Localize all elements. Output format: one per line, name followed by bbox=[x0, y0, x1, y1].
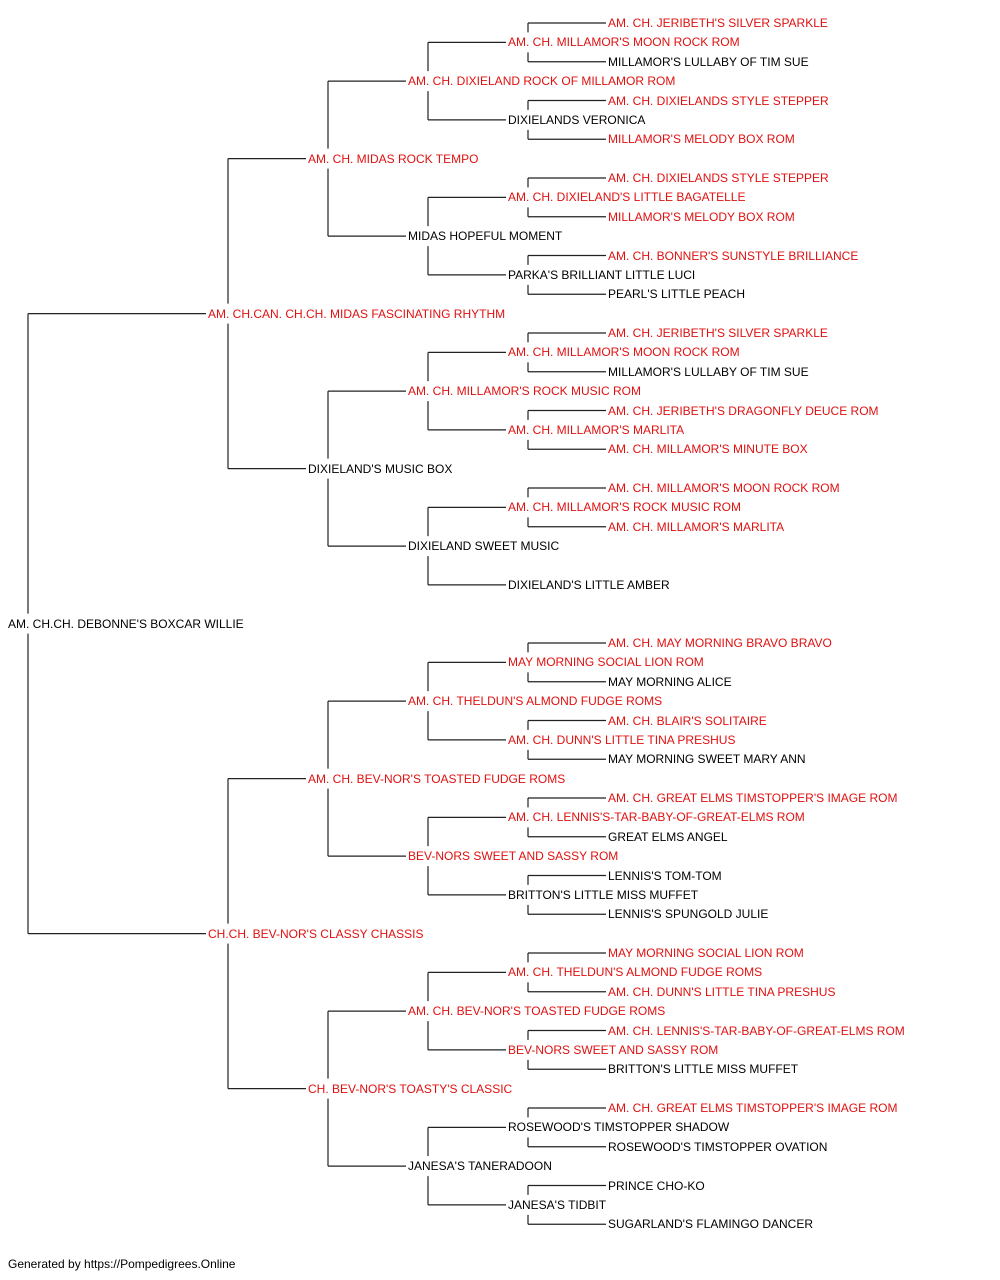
ancestor-name: AM. CH. DUNN'S LITTLE TINA PRESHUS bbox=[607, 984, 837, 999]
ancestor-name: AM. CH. MILLAMOR'S MARLITA bbox=[607, 519, 786, 534]
ancestor-name: AM. CH. MILLAMOR'S MOON ROCK ROM bbox=[507, 345, 741, 360]
ancestor-name: AM. CH. DIXIELAND'S LITTLE BAGATELLE bbox=[507, 190, 747, 205]
ancestor-name: JANESA'S TIDBIT bbox=[507, 1197, 608, 1212]
ancestor-name: BRITTON'S LITTLE MISS MUFFET bbox=[507, 887, 700, 902]
ancestor-name: JANESA'S TANERADOON bbox=[407, 1159, 553, 1174]
ancestor-name: PARKA'S BRILLIANT LITTLE LUCI bbox=[507, 267, 697, 282]
ancestor-name: MAY MORNING SOCIAL LION ROM bbox=[507, 655, 705, 670]
ancestor-name: AM. CH. MILLAMOR'S MOON ROCK ROM bbox=[607, 481, 841, 495]
subject-dog-name: AM. CH.CH. DEBONNE'S BOXCAR WILLIE bbox=[7, 616, 245, 631]
ancestor-name: AM. CH.CAN. CH.CH. MIDAS FASCINATING RHY… bbox=[207, 306, 507, 321]
ancestor-name: MAY MORNING ALICE bbox=[607, 674, 733, 689]
footer-credit: Generated by https://Pompedigrees.Online bbox=[8, 1257, 236, 1271]
ancestor-name: MAY MORNING SOCIAL LION ROM bbox=[607, 946, 805, 960]
ancestor-name: AM. CH. DIXIELAND ROCK OF MILLAMOR ROM bbox=[407, 74, 677, 89]
ancestor-name: AM. CH. JERIBETH'S SILVER SPARKLE bbox=[607, 16, 829, 30]
ancestor-name: CH. BEV-NOR'S TOASTY'S CLASSIC bbox=[307, 1081, 514, 1096]
ancestor-name: AM. CH. LENNIS'S-TAR-BABY-OF-GREAT-ELMS … bbox=[607, 1023, 906, 1038]
ancestor-name: AM. CH. MIDAS ROCK TEMPO bbox=[307, 151, 480, 166]
ancestor-name: AM. CH. GREAT ELMS TIMSTOPPER'S IMAGE RO… bbox=[607, 1101, 899, 1115]
ancestor-name: PEARL'S LITTLE PEACH bbox=[607, 287, 747, 302]
ancestor-name: AM. CH. MILLAMOR'S ROCK MUSIC ROM bbox=[407, 384, 642, 399]
ancestor-name: AM. CH. DIXIELANDS STYLE STEPPER bbox=[607, 171, 830, 185]
ancestor-name: AM. CH. LENNIS'S-TAR-BABY-OF-GREAT-ELMS … bbox=[507, 810, 806, 825]
ancestor-name: MILLAMOR'S LULLABY OF TIM SUE bbox=[607, 364, 810, 379]
ancestor-name: AM. CH. DIXIELANDS STYLE STEPPER bbox=[607, 93, 830, 108]
ancestor-name: AM. CH. JERIBETH'S DRAGONFLY DEUCE ROM bbox=[607, 403, 880, 418]
ancestor-name: BEV-NORS SWEET AND SASSY ROM bbox=[407, 849, 620, 864]
ancestor-name: CH.CH. BEV-NOR'S CLASSY CHASSIS bbox=[207, 926, 425, 941]
ancestor-name: ROSEWOOD'S TIMSTOPPER OVATION bbox=[607, 1139, 829, 1154]
ancestor-name: DIXIELAND'S LITTLE AMBER bbox=[507, 577, 671, 592]
ancestor-name: MAY MORNING SWEET MARY ANN bbox=[607, 752, 807, 767]
ancestor-name: AM. CH. GREAT ELMS TIMSTOPPER'S IMAGE RO… bbox=[607, 791, 899, 805]
ancestor-name: LENNIS'S TOM-TOM bbox=[607, 868, 723, 883]
ancestor-name: DIXIELAND SWEET MUSIC bbox=[407, 539, 561, 554]
ancestor-name: DIXIELAND'S MUSIC BOX bbox=[307, 461, 454, 476]
ancestor-name: MILLAMOR'S MELODY BOX ROM bbox=[607, 209, 796, 224]
ancestor-name: MILLAMOR'S MELODY BOX ROM bbox=[607, 132, 796, 147]
ancestor-name: DIXIELANDS VERONICA bbox=[507, 112, 647, 127]
ancestor-name: PRINCE CHO-KO bbox=[607, 1178, 706, 1193]
ancestor-name: ROSEWOOD'S TIMSTOPPER SHADOW bbox=[507, 1120, 731, 1135]
ancestor-name: LENNIS'S SPUNGOLD JULIE bbox=[607, 907, 770, 922]
ancestor-name: BRITTON'S LITTLE MISS MUFFET bbox=[607, 1062, 800, 1077]
ancestor-name: AM. CH. DUNN'S LITTLE TINA PRESHUS bbox=[507, 732, 737, 747]
ancestor-name: AM. CH. MILLAMOR'S MOON ROCK ROM bbox=[507, 35, 741, 50]
ancestor-name: AM. CH. BEV-NOR'S TOASTED FUDGE ROMS bbox=[307, 771, 567, 786]
ancestor-name: MIDAS HOPEFUL MOMENT bbox=[407, 229, 564, 244]
ancestor-name: AM. CH. MAY MORNING BRAVO BRAVO bbox=[607, 636, 833, 650]
ancestor-name: MILLAMOR'S LULLABY OF TIM SUE bbox=[607, 54, 810, 69]
ancestor-name: AM. CH. BONNER'S SUNSTYLE BRILLIANCE bbox=[607, 248, 860, 263]
ancestor-name: AM. CH. THELDUN'S ALMOND FUDGE ROMS bbox=[407, 694, 664, 709]
ancestor-name: AM. CH. MILLAMOR'S MARLITA bbox=[507, 422, 686, 437]
ancestor-name: SUGARLAND'S FLAMINGO DANCER bbox=[607, 1217, 814, 1232]
ancestor-name: AM. CH. MILLAMOR'S ROCK MUSIC ROM bbox=[507, 500, 742, 515]
ancestor-name: AM. CH. BEV-NOR'S TOASTED FUDGE ROMS bbox=[407, 1004, 667, 1019]
ancestor-name: AM. CH. MILLAMOR'S MINUTE BOX bbox=[607, 442, 809, 457]
ancestor-name: AM. CH. THELDUN'S ALMOND FUDGE ROMS bbox=[507, 965, 764, 980]
ancestor-name: GREAT ELMS ANGEL bbox=[607, 829, 729, 844]
ancestor-name: BEV-NORS SWEET AND SASSY ROM bbox=[507, 1042, 720, 1057]
ancestor-name: AM. CH. BLAIR'S SOLITAIRE bbox=[607, 713, 768, 728]
ancestor-name: AM. CH. JERIBETH'S SILVER SPARKLE bbox=[607, 326, 829, 340]
